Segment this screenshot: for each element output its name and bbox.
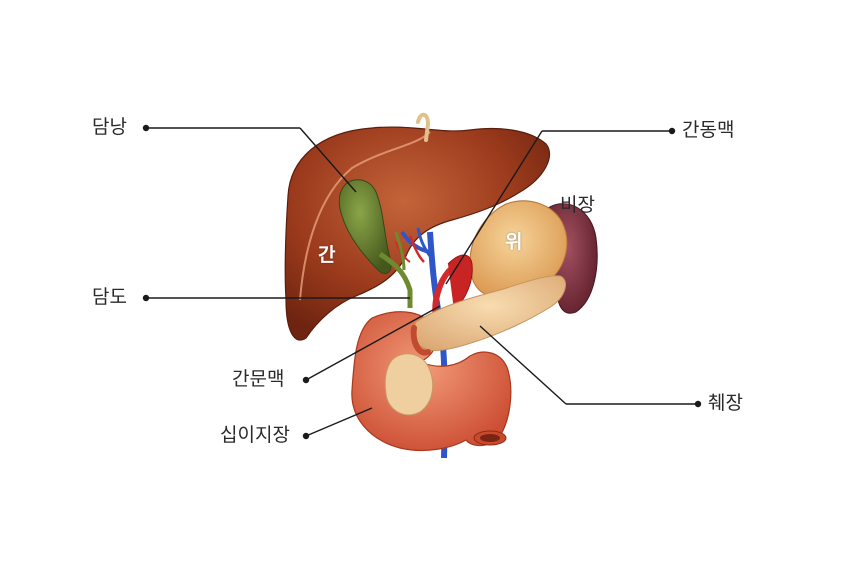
label-spleen: 비장 <box>560 194 595 216</box>
label-pancreas: 췌장 <box>708 392 743 414</box>
label-duodenum: 십이지장 <box>220 424 290 446</box>
label-gallbladder: 담낭 <box>92 116 127 138</box>
label-portal-vein: 간문맥 <box>232 368 285 390</box>
leader-lines <box>146 127 698 437</box>
label-bile-duct: 담도 <box>92 286 127 308</box>
leader-line-duodenum <box>305 407 373 437</box>
bile-duct-shape <box>378 251 413 308</box>
label-stomach: 위 <box>505 231 523 253</box>
label-hepatic-artery: 간동맥 <box>682 119 735 141</box>
label-liver: 간 <box>318 244 336 266</box>
leader-line-portal-vein <box>305 305 441 381</box>
gallbladder-shape <box>338 179 392 274</box>
